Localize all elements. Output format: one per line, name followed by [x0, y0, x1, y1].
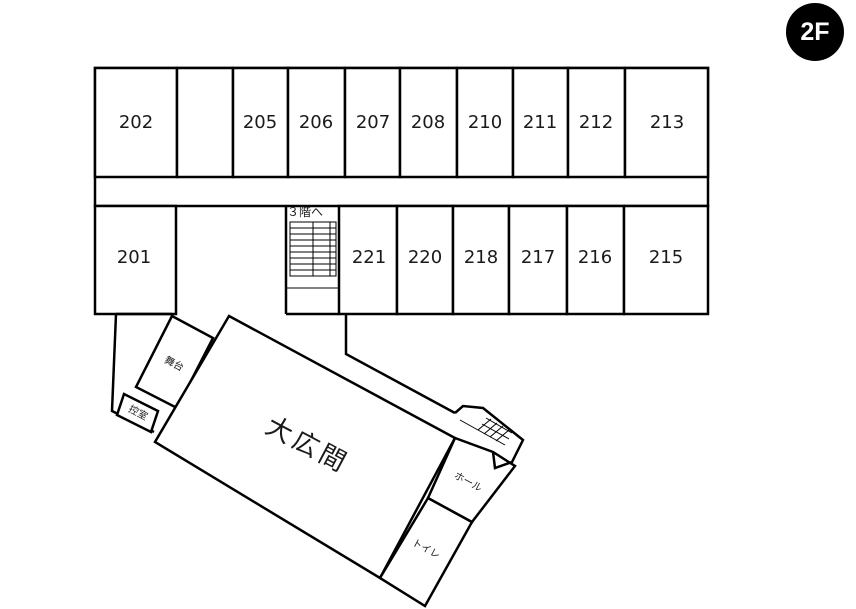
- label-205: 205: [243, 112, 277, 133]
- room-207[interactable]: [343, 66, 402, 179]
- label-212: 212: [579, 112, 613, 133]
- label-207: 207: [356, 112, 390, 133]
- top-room-row: [93, 66, 710, 179]
- label-202: 202: [119, 112, 153, 133]
- room-211[interactable]: [511, 66, 570, 179]
- room-201[interactable]: [93, 204, 178, 316]
- room-208[interactable]: [398, 66, 459, 179]
- label-213: 213: [650, 112, 684, 133]
- stair-treads: [290, 227, 336, 271]
- label-217: 217: [521, 247, 555, 268]
- room-220[interactable]: [395, 204, 455, 316]
- label-221: 221: [352, 247, 386, 268]
- passage-wall: [344, 314, 456, 415]
- label-201: 201: [117, 247, 151, 268]
- floor-badge: 2F: [786, 3, 844, 61]
- room-218[interactable]: [451, 204, 511, 316]
- lobby-stair-enclosure: [454, 404, 525, 470]
- label-215: 215: [649, 247, 683, 268]
- room-labels: 202 205 206 207 208 210 211 212 213 201 …: [117, 112, 684, 268]
- bottom-room-row: [337, 204, 710, 316]
- label-211: 211: [523, 112, 557, 133]
- stairs-up-label: ３階へ: [287, 204, 323, 219]
- room-215[interactable]: [622, 204, 710, 316]
- room-202[interactable]: [93, 66, 179, 179]
- label-208: 208: [411, 112, 445, 133]
- label-218: 218: [464, 247, 498, 268]
- label-206: 206: [299, 112, 333, 133]
- label-220: 220: [408, 247, 442, 268]
- room-205[interactable]: [231, 66, 290, 179]
- lobby-stairs: [459, 417, 513, 446]
- room-216[interactable]: [565, 204, 626, 316]
- room-blank[interactable]: [175, 66, 235, 179]
- waiting-room[interactable]: [115, 392, 160, 434]
- staircase[interactable]: [284, 206, 339, 316]
- label-210: 210: [468, 112, 502, 133]
- room-210[interactable]: [455, 66, 515, 179]
- room-213[interactable]: [623, 66, 710, 179]
- label-216: 216: [578, 247, 612, 268]
- room-221[interactable]: [337, 204, 399, 316]
- room-212[interactable]: [566, 66, 627, 179]
